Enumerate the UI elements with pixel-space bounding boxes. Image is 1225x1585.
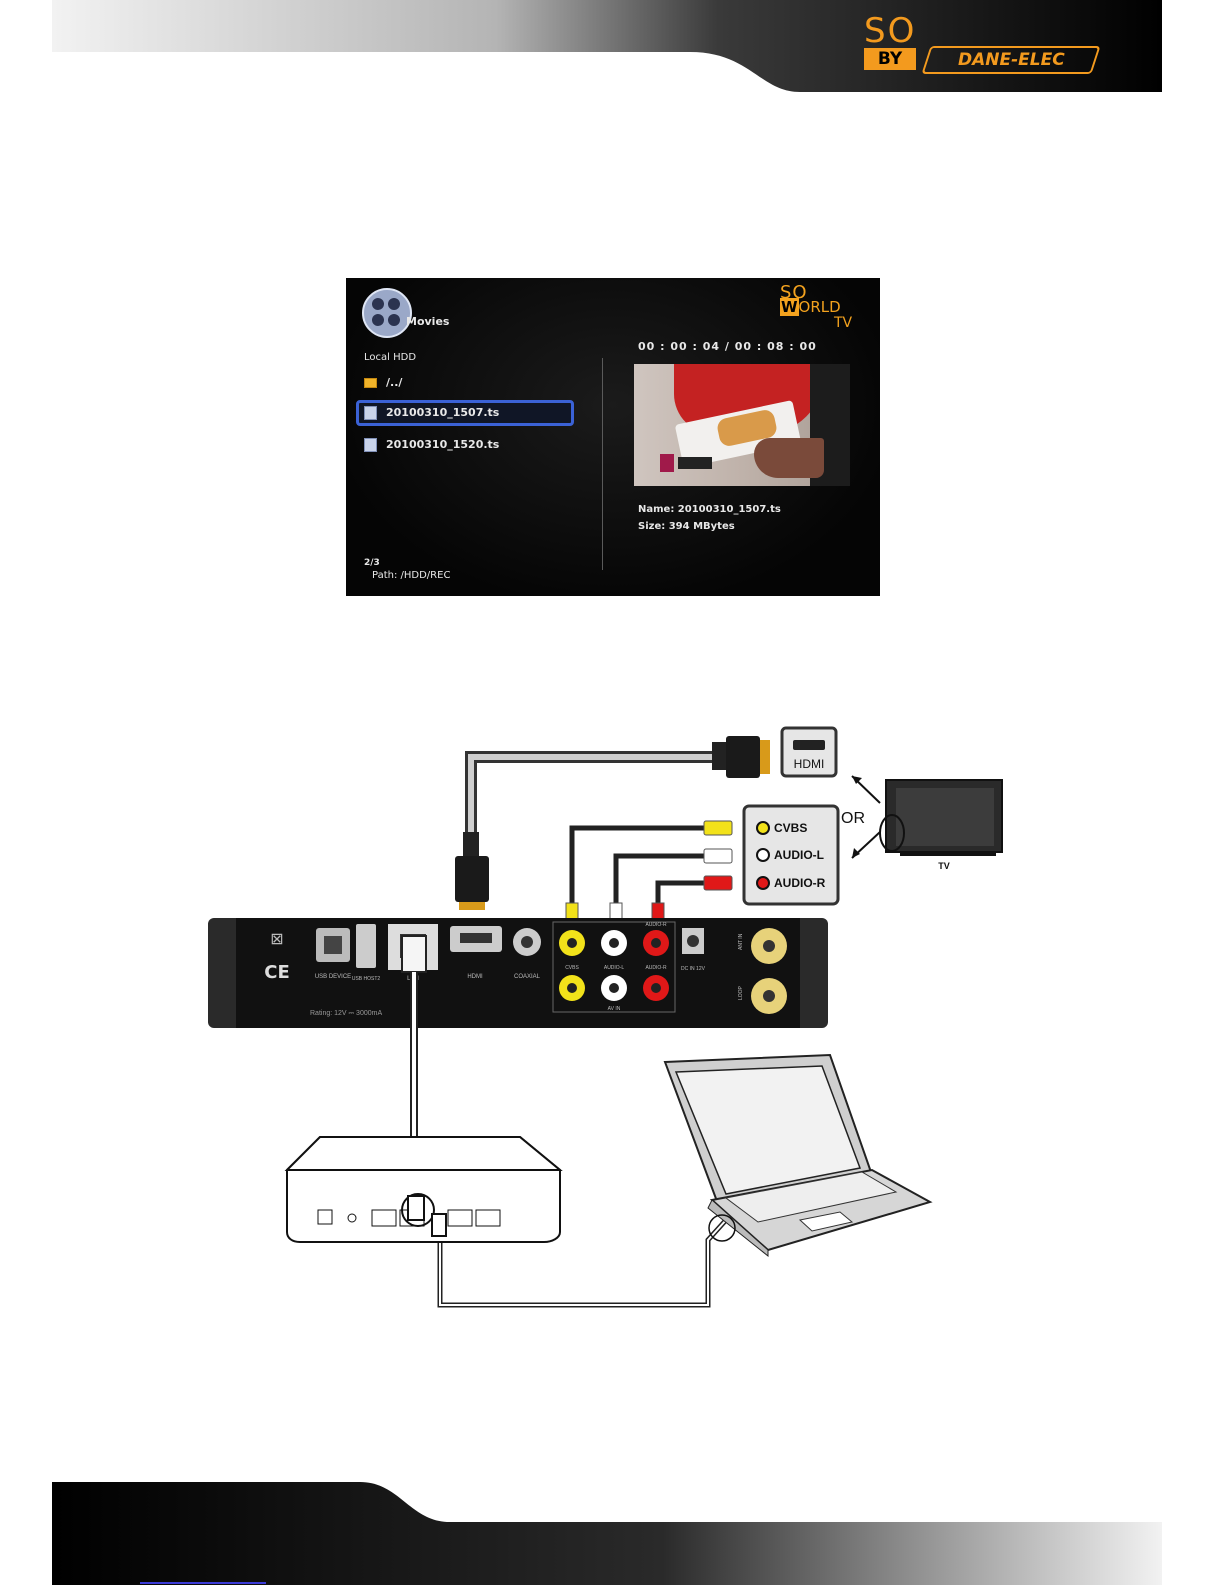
soworld-logo-tv: TV xyxy=(834,315,853,331)
av-in-audio-r-label: AUDIO-R xyxy=(645,965,667,971)
av-in-cvbs-label: CVBS xyxy=(565,965,579,971)
list-item-label: 20100310_1520.ts xyxy=(386,438,500,451)
soworld-logo-world: WORLD xyxy=(780,298,841,316)
list-item-label: /../ xyxy=(386,376,403,389)
usb-device-label: USB DEVICE xyxy=(315,974,351,980)
or-label: OR xyxy=(841,810,865,827)
list-item-file[interactable]: 20100310_1520.ts xyxy=(356,432,574,458)
brand-maker-text: DANE-ELEC xyxy=(957,50,1065,70)
brand-maker-logo: DANE-ELEC xyxy=(921,46,1101,74)
file-name-info: Name: 20100310_1507.ts xyxy=(638,504,781,515)
video-preview-thumbnail xyxy=(634,364,850,486)
media-browser-screenshot: Movies SO WORLD TV Local HDD /../ 201003… xyxy=(346,278,880,596)
loop-label: LOOP xyxy=(738,985,744,1000)
app-title: Movies xyxy=(406,315,450,328)
cvbs-port-label: CVBS xyxy=(774,821,807,835)
list-item-selected-file[interactable]: 20100310_1507.ts xyxy=(356,400,574,426)
usb-host-label: USB HOST2 xyxy=(352,976,381,982)
brand-so-text: SO xyxy=(864,11,917,51)
hdmi-port-label: HDMI xyxy=(467,974,483,980)
video-file-icon xyxy=(364,438,377,452)
set-top-box-rear-panel: ⊠ CE USB DEVICE USB HOST2 LAN HDMI COAXI… xyxy=(208,918,828,1028)
av-in-label: AV IN xyxy=(608,1006,621,1012)
list-item-parent-folder[interactable]: /../ xyxy=(356,370,574,396)
tv-av-ports-callout: CVBS AUDIO-L AUDIO-R xyxy=(742,804,840,906)
playback-timecode: 00 : 00 : 04 / 00 : 08 : 00 xyxy=(638,340,817,353)
folder-icon xyxy=(364,378,377,388)
audio-r-port-label: AUDIO-R xyxy=(774,876,826,890)
soworld-logo-orld: ORLD xyxy=(798,298,841,316)
rca-cables xyxy=(565,820,733,930)
brand-by-badge: BY xyxy=(864,48,916,70)
soworld-logo-w: W xyxy=(780,298,799,316)
page-indicator: 2/3 xyxy=(364,558,380,568)
source-label: Local HDD xyxy=(364,352,417,363)
video-file-icon xyxy=(364,406,377,420)
tv-label: TV xyxy=(938,861,950,871)
pane-divider xyxy=(602,358,603,570)
hdmi-plug-box-end xyxy=(455,832,489,910)
tv-hdmi-port-label: HDMI xyxy=(794,757,825,771)
svg-text:CE: CE xyxy=(264,962,290,983)
connection-diagram: HDMI CVBS AUDIO-L AUDIO-R OR TV xyxy=(208,726,1003,1308)
file-size-info: Size: 394 MBytes xyxy=(638,521,735,532)
coaxial-label: COAXIAL xyxy=(514,974,541,980)
av-in-audio-l-label: AUDIO-L xyxy=(604,965,625,971)
laptop-icon xyxy=(663,1053,933,1258)
ant-in-label: ANT IN xyxy=(738,933,744,950)
soworld-logo-so: SO xyxy=(780,282,808,303)
current-path: Path: /HDD/REC xyxy=(372,570,451,581)
page-footer xyxy=(52,1482,1162,1585)
list-item-label: 20100310_1507.ts xyxy=(386,406,500,419)
tv-set-icon: TV xyxy=(879,779,1003,871)
svg-text:⊠: ⊠ xyxy=(270,929,283,948)
router-icon xyxy=(284,1136,563,1243)
dc-in-label: DC IN 12V xyxy=(681,966,706,972)
audio-l-port-label: AUDIO-L xyxy=(774,848,824,862)
power-rating-label: Rating: 12V ⎓ 3000mA xyxy=(310,1010,382,1017)
hdmi-plug-tv-end xyxy=(712,736,770,778)
film-reel-icon xyxy=(362,288,412,338)
tv-hdmi-port-callout: HDMI xyxy=(780,726,838,778)
av-out-audio-r-label: AUDIO-R xyxy=(645,922,667,928)
